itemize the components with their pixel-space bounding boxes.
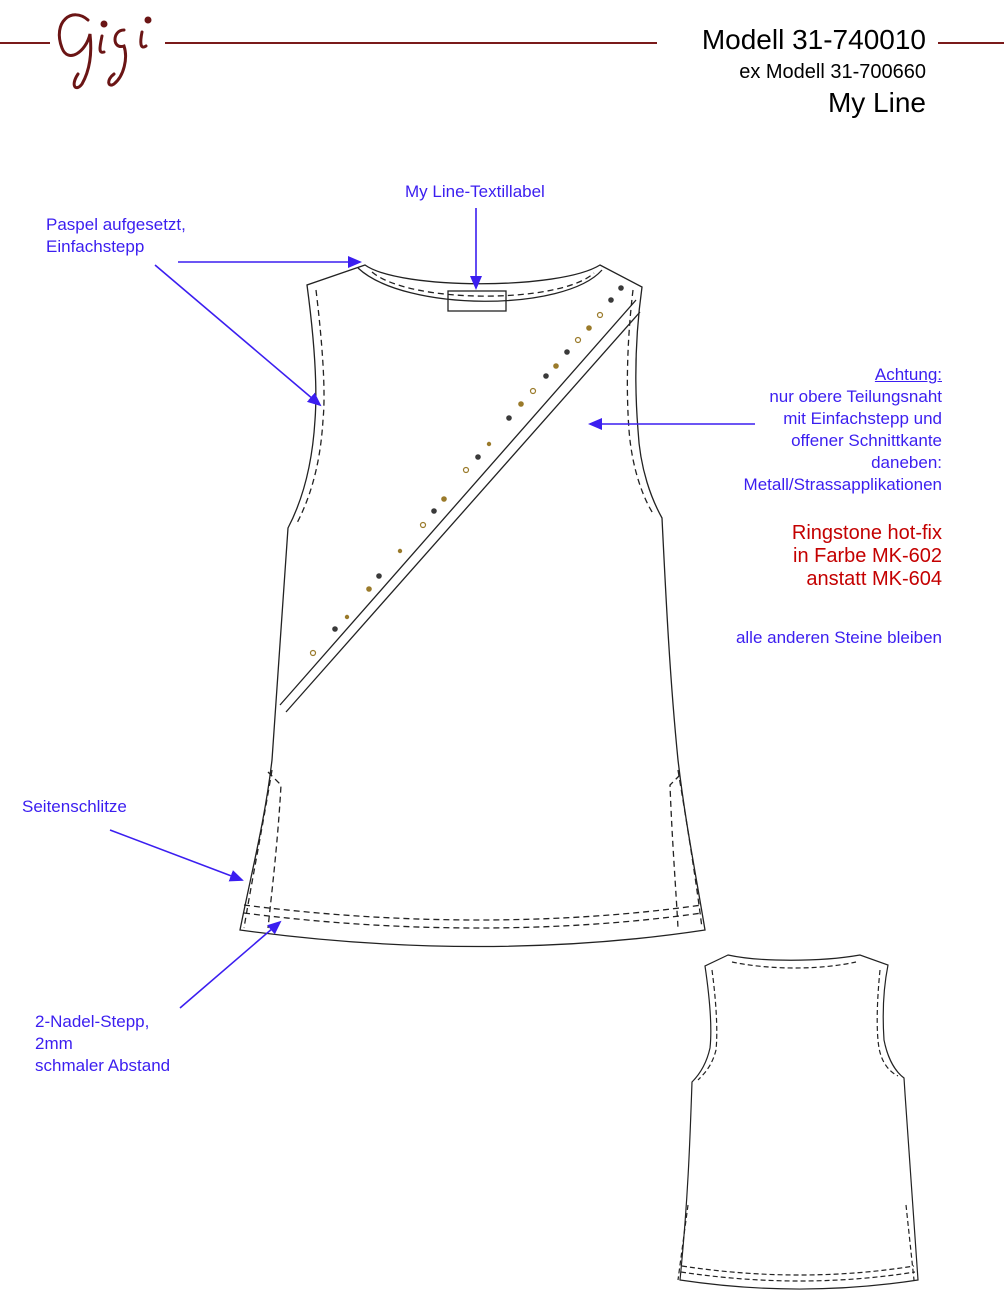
hem-stitch-annotation: 2-Nadel-Stepp, 2mm schmaler Abstand: [35, 1011, 170, 1077]
model-number: Modell 31-740010: [701, 24, 926, 55]
other-stones-annotation: alle anderen Steine bleiben: [735, 628, 942, 647]
piping-line-1: Paspel aufgesetzt,: [46, 215, 186, 234]
front-garment: [239, 264, 706, 948]
stud-applications: [309, 285, 624, 657]
piping-annotation: Paspel aufgesetzt, Einfachstepp: [46, 214, 186, 258]
back-garment: [677, 954, 919, 1290]
stud: [518, 401, 524, 407]
header-rules: [0, 13, 1004, 90]
hem-line-3: schmaler Abstand: [35, 1056, 171, 1075]
stud: [462, 466, 470, 474]
stud: [506, 415, 512, 421]
side-slits-annotation: Seitenschlitze: [22, 797, 127, 816]
yoke-seam: [279, 299, 637, 706]
ringstone-line-1: Ringstone hot-fix: [791, 522, 942, 544]
arrow-piping-armhole: [154, 264, 322, 407]
ringstone-line-3: anstatt MK-604: [806, 568, 942, 590]
stud: [529, 387, 537, 395]
arrow-hem: [179, 920, 282, 1009]
attention-annotation: Achtung: nur obere Teilungsnaht mit Einf…: [744, 364, 942, 496]
stud: [596, 311, 604, 319]
label-annotation: My Line-Textillabel: [405, 182, 545, 201]
ringstone-annotation: Ringstone hot-fix in Farbe MK-602 anstat…: [792, 522, 942, 591]
stud: [543, 373, 549, 379]
piping-line-2: Einfachstepp: [46, 237, 145, 256]
attention-title: Achtung:: [874, 365, 942, 384]
stud: [366, 586, 372, 592]
attention-line-1: nur obere Teilungsnaht: [769, 387, 942, 406]
ringstone-line-2: in Farbe MK-602: [793, 545, 942, 567]
stud: [309, 649, 317, 657]
product-line: My Line: [827, 87, 926, 118]
stud: [344, 614, 350, 620]
stud: [486, 441, 492, 447]
annotation-arrows: [109, 208, 755, 1009]
stud: [574, 336, 582, 344]
stud: [586, 325, 592, 331]
stud: [564, 349, 570, 355]
stud: [618, 285, 624, 291]
front-outline: [239, 264, 706, 948]
stud: [475, 454, 481, 460]
attention-line-2: mit Einfachstepp und: [783, 409, 942, 428]
attention-line-4: daneben:: [871, 453, 942, 472]
textile-label: [447, 290, 507, 312]
back-outline: [679, 954, 919, 1290]
attention-line-3: offener Schnittkante: [791, 431, 942, 450]
stud: [376, 573, 382, 579]
stud: [419, 521, 427, 529]
stud: [397, 548, 403, 554]
stud: [608, 297, 614, 303]
stud: [431, 508, 437, 514]
arrow-side-slit: [109, 829, 244, 882]
hem-line-1: 2-Nadel-Stepp,: [35, 1012, 150, 1031]
stud: [441, 496, 447, 502]
ex-model-number: ex Modell 31-700660: [739, 61, 926, 83]
stud: [332, 626, 338, 632]
stud: [553, 363, 559, 369]
gigi-logo: [57, 13, 152, 90]
hem-line-2: 2mm: [35, 1034, 73, 1053]
attention-line-5: Metall/Strassapplikationen: [743, 475, 942, 494]
